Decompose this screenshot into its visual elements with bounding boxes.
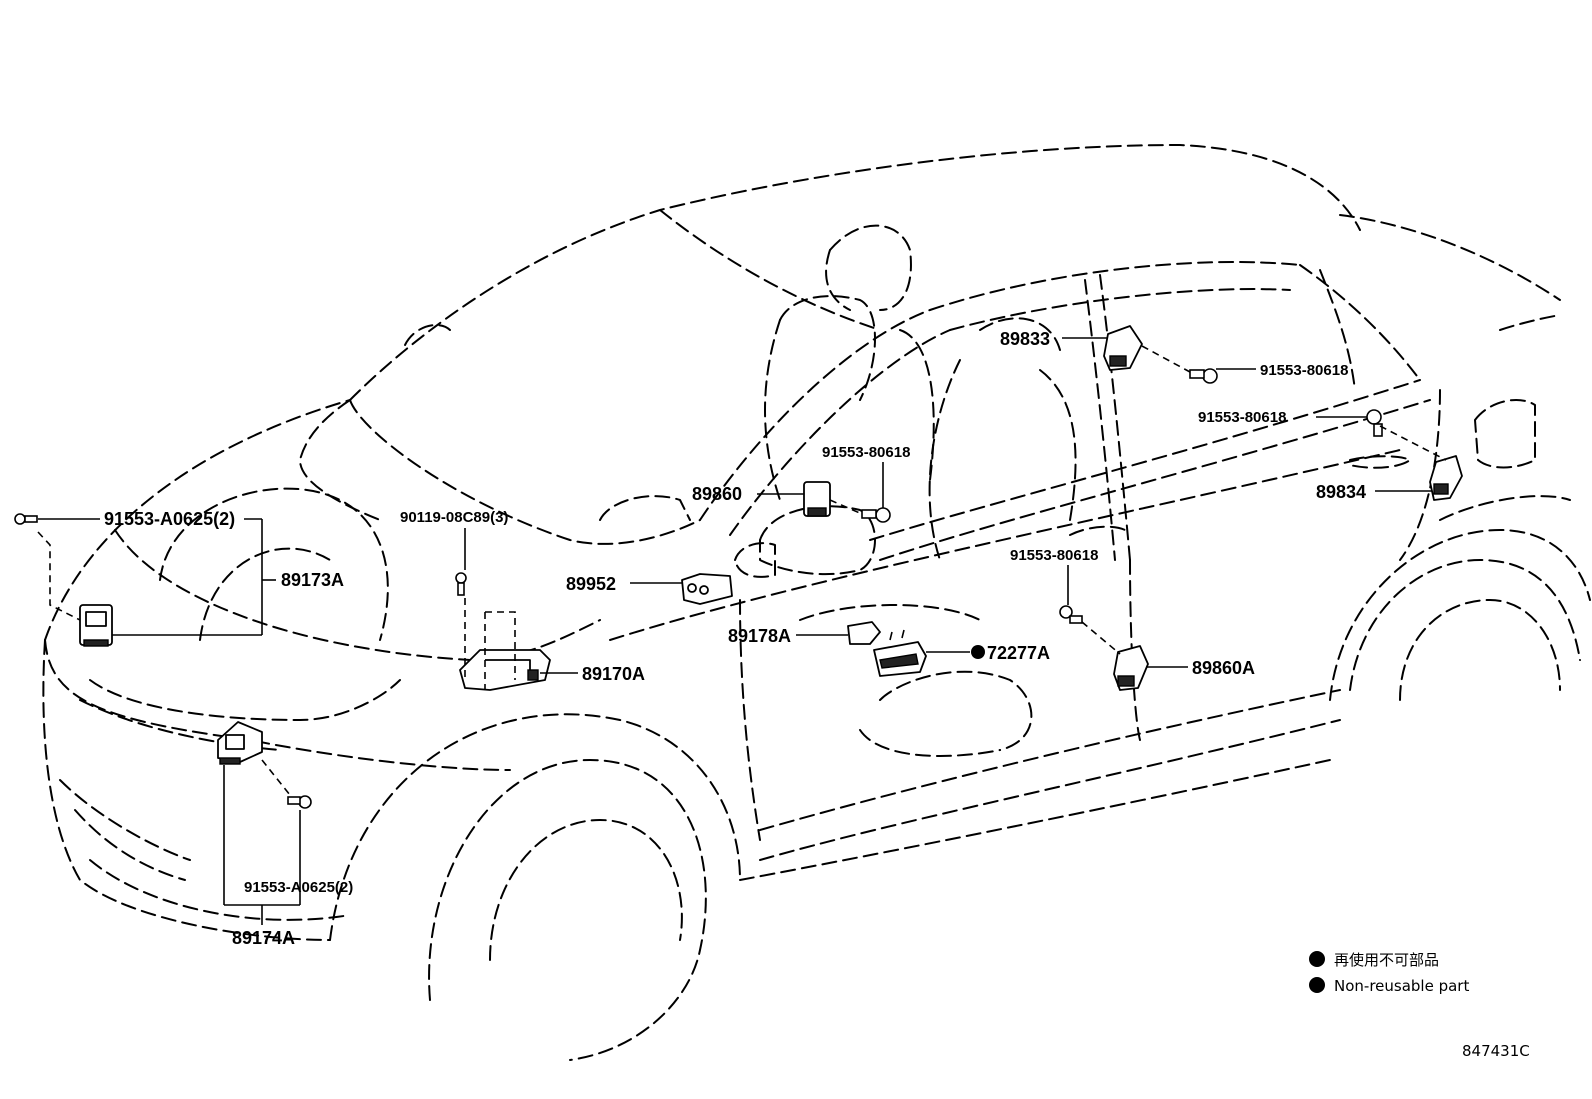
part-89860A-sensor	[1113, 645, 1149, 691]
label-89170A: 89170A	[582, 664, 645, 684]
part-89174A-sensor	[217, 721, 263, 765]
label-91553-80618-lower: 91553-80618	[1010, 547, 1098, 564]
label-89833: 89833	[1000, 329, 1050, 349]
label-89834: 89834	[1316, 482, 1366, 502]
label-89174A: 89174A	[232, 928, 295, 948]
part-89178A-bracket	[847, 621, 881, 645]
label-89173A: 89173A	[281, 570, 344, 590]
label-91553-80618-mid: 91553-80618	[822, 444, 910, 461]
label-89952: 89952	[566, 574, 616, 594]
bolt-icon	[861, 507, 891, 523]
leader-lines	[37, 337, 1447, 925]
part-89173A-sensor	[79, 604, 113, 647]
non-reusable-marker	[971, 645, 985, 659]
label-91553-A0625-bottom: 91553-A0625(2)	[244, 879, 353, 896]
part-89170A-airbag-ecu	[459, 649, 551, 691]
bolt-icon	[287, 795, 312, 809]
bolt-icon	[1059, 605, 1083, 624]
label-91553-A0625-top: 91553-A0625(2)	[104, 509, 235, 529]
label-72277A: 72277A	[987, 643, 1050, 663]
car-body-outline	[42, 144, 1591, 1061]
part-89833-sensor	[1103, 325, 1143, 371]
part-89834-sensor	[1429, 455, 1463, 501]
part-labels: 91553-A0625(2) 89173A 90119-08C89(3) 899…	[104, 329, 1366, 948]
legend-dot-en	[1309, 977, 1325, 993]
bolt-icon	[1366, 409, 1383, 437]
legend-dot-jp	[1309, 951, 1325, 967]
legend-text-en: Non-reusable part	[1334, 977, 1469, 995]
part-89952-module	[681, 573, 733, 605]
catalog-number: 847431C	[1462, 1042, 1530, 1060]
part-89860-sensor	[803, 481, 831, 517]
label-91553-80618-top: 91553-80618	[1260, 362, 1348, 379]
label-89178A: 89178A	[728, 626, 791, 646]
legend: 再使用不可部品 Non-reusable part	[1309, 951, 1469, 995]
bolt-icon	[455, 572, 467, 596]
part-72277A-connector	[873, 629, 927, 677]
bolt-icon	[14, 513, 38, 525]
label-90119-08C89: 90119-08C89(3)	[400, 509, 508, 526]
label-91553-80618-right: 91553-80618	[1198, 409, 1286, 426]
legend-text-jp: 再使用不可部品	[1334, 951, 1439, 969]
bolt-icon	[1189, 368, 1218, 384]
label-89860: 89860	[692, 484, 742, 504]
label-89860A: 89860A	[1192, 658, 1255, 678]
